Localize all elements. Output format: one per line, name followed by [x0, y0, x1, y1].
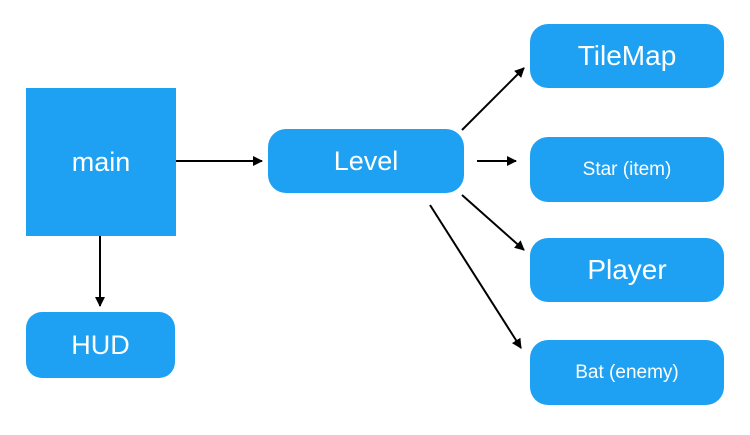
node-tilemap: TileMap [530, 24, 724, 88]
node-player: Player [530, 238, 724, 302]
node-main-label: main [71, 146, 131, 177]
node-hud-label: HUD [71, 329, 130, 360]
edge-level-to-tilemap [461, 67, 525, 131]
node-bat-label: Bat (enemy) [575, 361, 679, 383]
node-star: Star (item) [530, 137, 724, 202]
node-level-label: Level [333, 145, 399, 176]
node-main: main [26, 88, 176, 236]
node-level: Level [268, 129, 464, 193]
node-bat: Bat (enemy) [530, 340, 724, 405]
edge-level-to-bat [429, 204, 522, 349]
node-star-label: Star (item) [582, 158, 672, 180]
node-tilemap-label: TileMap [577, 40, 677, 71]
edge-level-to-player [461, 194, 525, 251]
node-hud: HUD [26, 312, 175, 378]
node-player-label: Player [587, 254, 667, 285]
